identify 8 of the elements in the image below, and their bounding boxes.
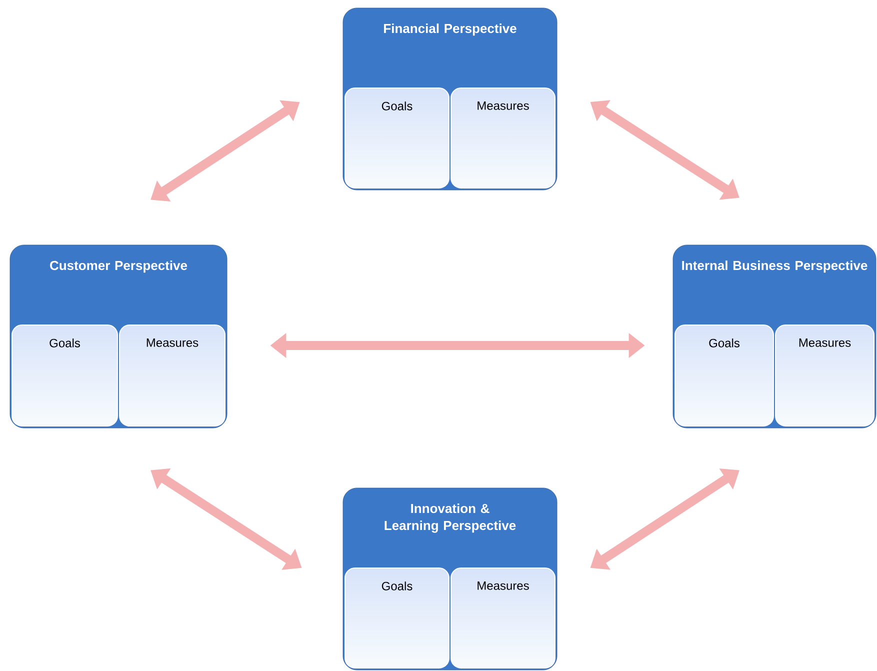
cell-box: Goals (344, 88, 450, 188)
cell-box: Measures (450, 88, 556, 188)
cell-box: Goals (12, 324, 118, 426)
cell-box: Goals (344, 568, 450, 668)
cell-box: Measures (450, 568, 556, 668)
cell-box: Measures (775, 324, 874, 426)
cell-box: Measures (119, 324, 226, 426)
cell-box: Goals (674, 324, 774, 426)
